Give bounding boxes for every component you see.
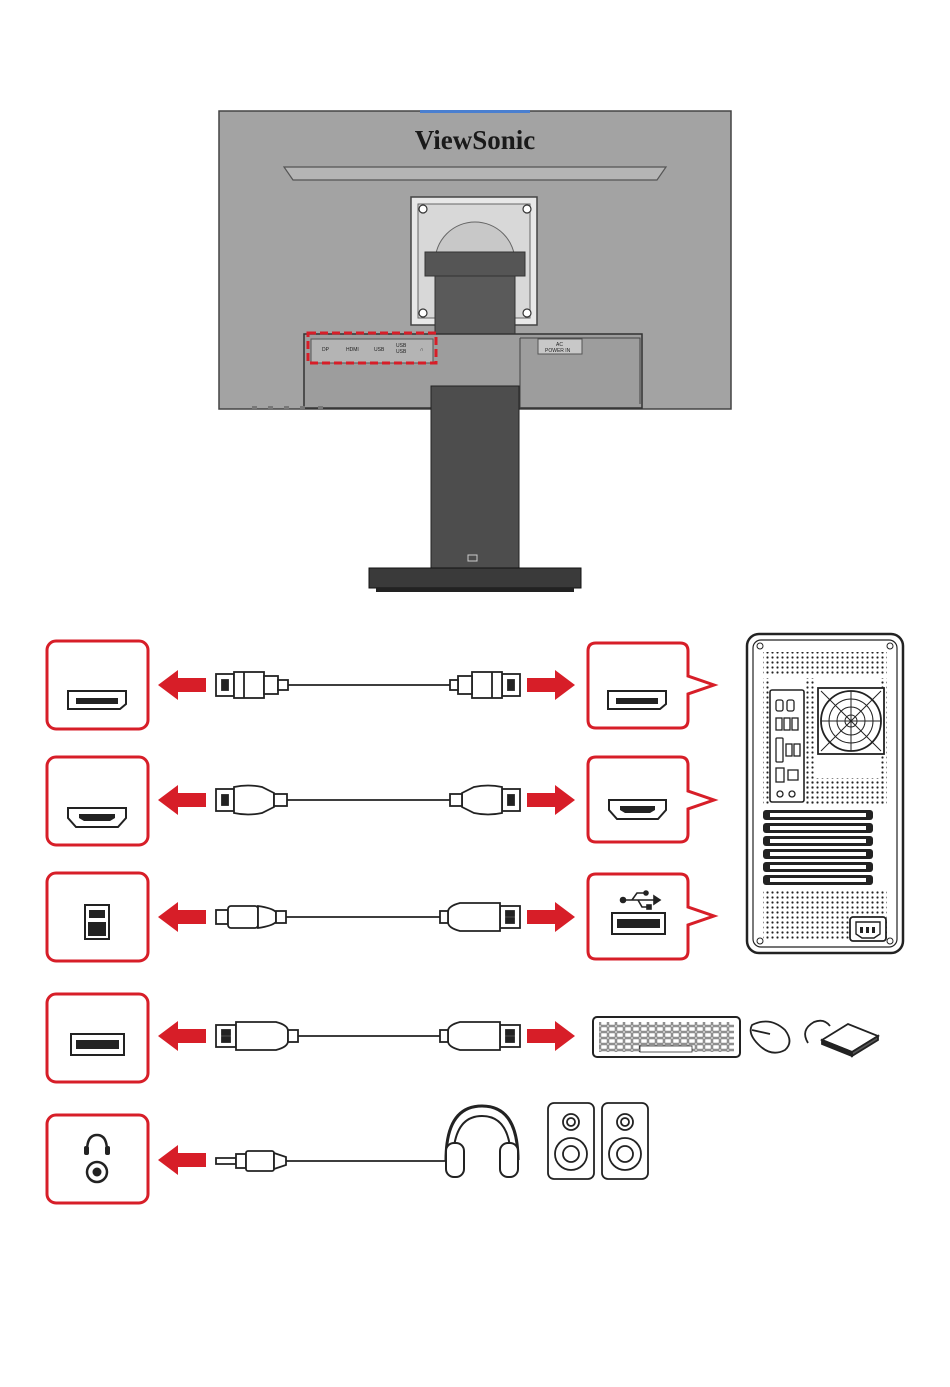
fan-icon xyxy=(818,688,884,754)
arrow-left-icon xyxy=(158,785,206,815)
mouse-icon xyxy=(751,1021,790,1052)
arrow-right-icon xyxy=(527,902,575,932)
stand-base xyxy=(369,568,581,588)
arrow-left-icon xyxy=(158,902,206,932)
audio-cable xyxy=(216,1151,456,1171)
port-label-usb: USB xyxy=(374,347,385,353)
port-label-power-2: POWER IN xyxy=(545,348,571,354)
monitor-port-box-dp xyxy=(47,641,148,729)
port-label-dp: DP xyxy=(322,347,330,353)
arrow-left-icon xyxy=(158,1021,206,1051)
external-drive-icon xyxy=(805,1021,878,1056)
usb-a-icon xyxy=(71,1034,124,1055)
monitor-stand xyxy=(431,386,519,568)
displayport-icon xyxy=(68,691,126,709)
displayport-port-icon xyxy=(608,691,666,709)
headphones-icon xyxy=(446,1106,518,1177)
keyboard-icon xyxy=(593,1017,740,1057)
speaker-icon xyxy=(602,1103,648,1179)
arrow-right-icon xyxy=(527,1021,575,1051)
hdmi-port-icon xyxy=(609,800,666,819)
hdmi-icon xyxy=(68,808,126,827)
pc-tower xyxy=(747,634,903,953)
monitor-port-box-audio xyxy=(47,1115,148,1203)
speaker-icon xyxy=(548,1103,594,1179)
brand-logo: ViewSonic xyxy=(415,125,536,155)
hdmi-cable xyxy=(216,786,520,815)
displayport-cable xyxy=(216,672,520,698)
port-label-usb-up-2: USB xyxy=(396,349,407,355)
arrow-left-icon xyxy=(158,1145,206,1175)
usb-b-to-a-cable xyxy=(216,903,520,931)
headphone-symbol: ∩ xyxy=(420,347,424,353)
arrow-left-icon xyxy=(158,670,206,700)
device-port-box-dp xyxy=(588,643,714,728)
peripherals xyxy=(593,1017,878,1057)
arrow-right-icon xyxy=(527,785,575,815)
monitor-rear-view: ViewSonic DP HDMI USB USB USB ∩ AC POWER… xyxy=(219,110,731,592)
port-label-hdmi: HDMI xyxy=(346,347,359,353)
usb-a-cable xyxy=(216,1022,520,1050)
audio-devices xyxy=(446,1103,648,1179)
arrow-right-icon xyxy=(527,670,575,700)
cables xyxy=(216,672,520,1171)
monitor-port-box-hdmi xyxy=(47,757,148,845)
usb-b-icon xyxy=(85,905,109,939)
